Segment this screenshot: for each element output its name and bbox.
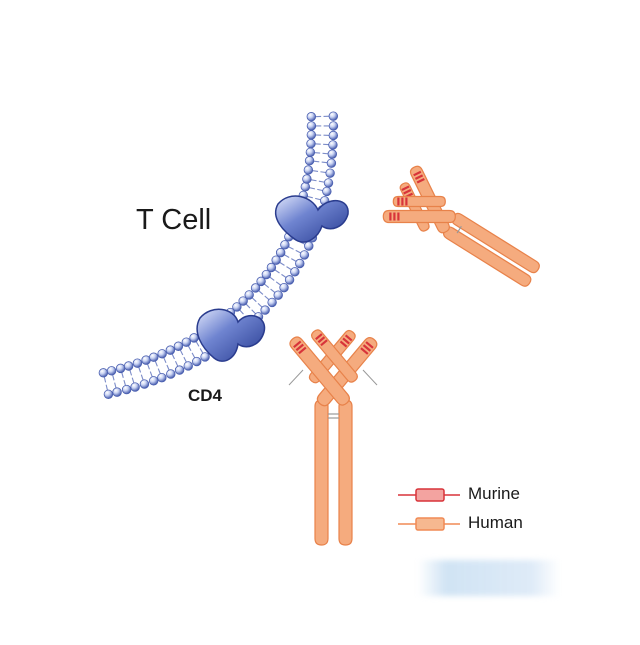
lipid-head xyxy=(306,148,315,157)
antibody-lower xyxy=(288,328,379,545)
lipid-head xyxy=(113,388,122,397)
fab-arm-right xyxy=(383,211,455,223)
lipid-head xyxy=(175,366,184,375)
lipid-head xyxy=(307,131,316,140)
lipid-head xyxy=(104,390,113,399)
lipid-head xyxy=(304,166,313,175)
blurred-watermark xyxy=(418,560,560,596)
heavy-chain-stem xyxy=(315,400,328,545)
legend-human-label: Human xyxy=(468,513,523,533)
lipid-head xyxy=(307,112,316,121)
lipid-head xyxy=(174,342,183,351)
lipid-head xyxy=(166,370,175,379)
murine-region-stripe xyxy=(393,213,395,221)
lipid-head xyxy=(245,291,254,300)
legend-swatches xyxy=(398,489,460,530)
light-chain-right xyxy=(393,197,445,207)
lipid-head xyxy=(295,259,304,268)
antibody-upper xyxy=(378,161,552,305)
cd4-label: CD4 xyxy=(188,386,222,406)
lipid-head xyxy=(140,380,149,389)
lipid-head xyxy=(300,251,309,260)
lipid-head xyxy=(149,353,158,362)
lipid-head xyxy=(190,334,199,343)
lipid-head xyxy=(131,383,140,392)
lipid-head xyxy=(276,248,285,257)
legend-human-swatch xyxy=(398,518,460,530)
lipid-head xyxy=(285,276,294,285)
lipid-head xyxy=(201,353,210,362)
heavy-chain-stem xyxy=(339,400,352,545)
lipid-head xyxy=(305,156,314,165)
murine-region-stripe xyxy=(389,213,391,221)
lipid-head xyxy=(268,298,277,307)
legend-murine-label: Murine xyxy=(468,484,520,504)
lipid-head xyxy=(327,159,336,168)
lipid-head xyxy=(274,291,283,300)
lipid-head xyxy=(326,169,335,178)
lipid-head xyxy=(166,346,175,355)
lipid-head xyxy=(184,362,193,371)
lipid-head xyxy=(280,283,289,292)
legend-murine-swatch xyxy=(398,489,460,501)
murine-region-stripe xyxy=(401,198,403,206)
lipid-head xyxy=(329,122,338,131)
lipid-head xyxy=(261,306,270,315)
lipid-head xyxy=(307,139,316,148)
lipid-head xyxy=(291,268,300,277)
lipid-head xyxy=(272,256,281,265)
lipid-head xyxy=(301,183,310,192)
murine-region-stripe xyxy=(397,213,399,221)
lipid-head xyxy=(158,373,167,382)
lipid-head xyxy=(329,131,338,140)
lipid-head xyxy=(328,150,337,159)
lipid-head xyxy=(182,338,191,347)
lipid-head xyxy=(329,141,338,150)
lipid-head xyxy=(158,349,167,358)
lipid-head xyxy=(133,359,142,368)
lipid-head xyxy=(307,122,316,131)
lipid-head xyxy=(303,175,312,184)
lipid-head xyxy=(124,362,133,371)
lipid-head xyxy=(116,364,125,373)
lipid-head xyxy=(323,187,332,196)
lipid-head xyxy=(324,179,333,188)
lipid-head xyxy=(99,369,108,378)
t-cell-label: T Cell xyxy=(136,204,211,237)
lipid-head xyxy=(304,242,313,251)
lipid-head xyxy=(192,357,201,366)
lipid-head xyxy=(122,385,131,394)
lipid-head xyxy=(149,376,158,385)
lipid-head xyxy=(281,241,290,250)
lipid-head xyxy=(107,367,116,376)
murine-region-stripe xyxy=(405,198,407,206)
murine-region-stripe xyxy=(397,198,399,206)
lipid-head xyxy=(329,112,338,121)
